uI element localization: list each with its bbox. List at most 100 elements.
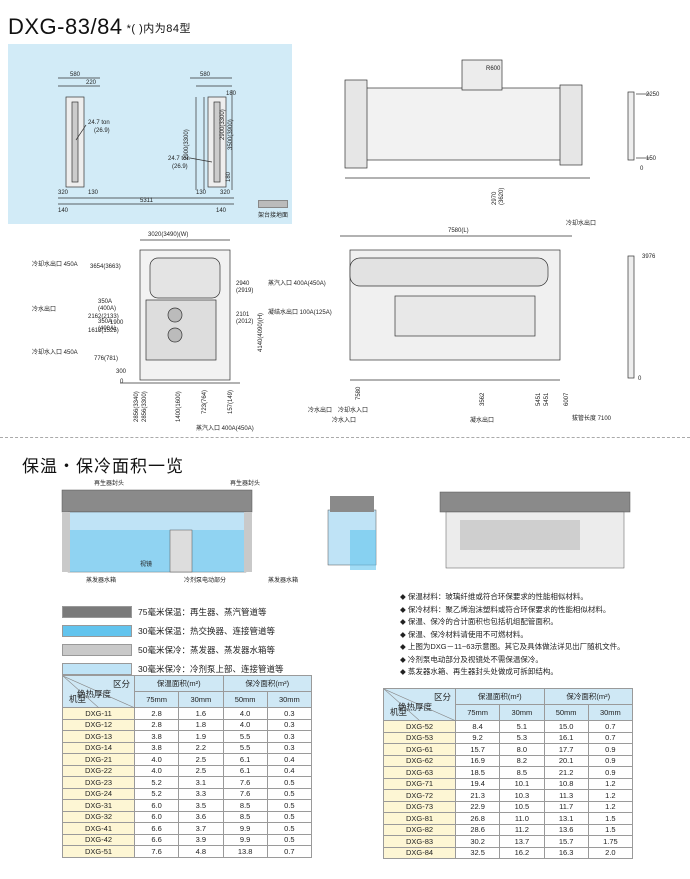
value-cell: 8.5 <box>222 799 268 812</box>
value-cell: 0.3 <box>266 707 313 720</box>
value-cell: 1.9 <box>178 730 224 743</box>
model-cell: DXG-41 <box>62 822 135 835</box>
header-model: 机型 <box>69 694 87 704</box>
svg-text:2900(3300): 2900(3300) <box>220 109 226 140</box>
note-item: ◆ 上图为DXG－11~63示意图。其它及具体做法详见出厂随机文件。 <box>400 642 625 651</box>
value-cell: 9.2 <box>454 731 501 744</box>
svg-text:(26.9): (26.9) <box>172 164 188 170</box>
value-cell: 13.7 <box>499 835 545 848</box>
value-cell: 2.2 <box>178 741 224 754</box>
header-30mm: 30mm <box>266 691 313 708</box>
value-cell: 0.3 <box>266 718 313 731</box>
legend-item: 30毫米保温：热交换器、连接管道等 <box>62 622 283 639</box>
svg-text:180: 180 <box>226 171 232 182</box>
value-cell: 5.3 <box>499 731 545 744</box>
svg-text:350A: 350A <box>98 299 112 305</box>
legend-item: 30毫米保冷：冷剂泵上部、连接管道等 <box>62 660 283 677</box>
svg-text:0: 0 <box>640 166 644 172</box>
illus-side <box>327 496 377 570</box>
value-cell: 0.7 <box>587 731 634 744</box>
header-thickness: 绝热厚度 <box>77 689 112 699</box>
svg-text:(2012): (2012) <box>236 319 253 325</box>
value-cell: 16.2 <box>499 846 545 859</box>
value-cell: 15.0 <box>543 720 589 733</box>
svg-text:2101: 2101 <box>236 312 250 318</box>
svg-text:24.7 ton: 24.7 ton <box>168 156 190 162</box>
model-cell: DXG-11 <box>62 707 135 720</box>
value-cell: 6.0 <box>133 810 180 823</box>
value-cell: 4.0 <box>222 718 268 731</box>
header-cold-area: 保冷面积(m²) <box>543 687 633 706</box>
value-cell: 13.6 <box>543 823 589 836</box>
svg-text:7580: 7580 <box>356 386 362 400</box>
value-cell: 5.5 <box>222 730 268 743</box>
svg-text:冷水出口: 冷水出口 <box>308 406 332 414</box>
value-cell: 3.5 <box>178 799 224 812</box>
svg-text:7580(L): 7580(L) <box>448 228 469 234</box>
svg-text:3562: 3562 <box>480 392 486 406</box>
value-cell: 17.7 <box>543 743 589 756</box>
svg-text:蒸汽入口 400A(450A): 蒸汽入口 400A(450A) <box>196 424 254 432</box>
model-cell: DXG-82 <box>383 823 456 836</box>
value-cell: 3.9 <box>178 833 224 846</box>
insulation-legend: 75毫米保温：再生器、蒸汽管道等 30毫米保温：热交换器、连接管道等 50毫米保… <box>62 603 283 679</box>
svg-text:220: 220 <box>86 80 97 86</box>
insulation-table-left: 区分 绝热厚度 机型 保温面积(m²) 保冷面积(m²) 75mm 30mm 5… <box>62 674 313 858</box>
value-cell: 32.5 <box>454 846 501 859</box>
svg-text:1618(1525): 1618(1525) <box>88 328 119 334</box>
value-cell: 0.7 <box>587 720 634 733</box>
svg-text:再生器封头: 再生器封头 <box>94 479 124 487</box>
svg-text:3976: 3976 <box>642 254 656 260</box>
legend-item: 75毫米保温：再生器、蒸汽管道等 <box>62 603 283 620</box>
value-cell: 28.6 <box>454 823 501 836</box>
value-cell: 1.5 <box>587 812 634 825</box>
ground-legend-label: 架台接地面 <box>258 213 289 219</box>
value-cell: 2.5 <box>178 753 224 766</box>
value-cell: 5.5 <box>222 741 268 754</box>
svg-text:2940: 2940 <box>236 281 250 287</box>
legend-label: 30毫米保冷：冷剂泵上部、连接管道等 <box>138 663 284 674</box>
model-cell: DXG-62 <box>383 754 456 767</box>
value-cell: 21.3 <box>454 789 501 802</box>
svg-text:130: 130 <box>88 190 99 196</box>
value-cell: 4.0 <box>222 707 268 720</box>
svg-text:150: 150 <box>646 156 657 162</box>
value-cell: 3.8 <box>133 741 180 754</box>
header-thickness: 绝热厚度 <box>398 702 433 712</box>
front-view-left <box>120 239 240 384</box>
side-dim-labels: R600 2970 (3620) 2250 150 0 <box>486 66 660 205</box>
value-cell: 8.0 <box>499 743 545 756</box>
svg-text:5451: 5451 <box>544 392 550 406</box>
svg-text:(400A): (400A) <box>98 306 116 312</box>
svg-text:723(764): 723(764) <box>202 390 208 414</box>
value-cell: 21.2 <box>543 766 589 779</box>
model-cell: DXG-21 <box>62 753 135 766</box>
svg-text:350A: 350A <box>98 319 112 325</box>
plan-drawing-panel <box>8 44 292 224</box>
plan-dim-labels: 580 220 580 180 24.7 ton (26.9) 2900(330… <box>58 72 237 214</box>
header-section: 区分 <box>112 679 130 689</box>
legend-swatch <box>62 662 132 675</box>
svg-text:4140(4090)(H): 4140(4090)(H) <box>258 313 264 352</box>
value-cell: 26.8 <box>454 812 501 825</box>
value-cell: 3.7 <box>178 822 224 835</box>
header-50mm: 50mm <box>543 704 589 721</box>
svg-text:凝水出口: 凝水出口 <box>470 416 494 424</box>
value-cell: 0.5 <box>266 787 313 800</box>
header-30mm: 30mm <box>587 704 634 721</box>
svg-text:0: 0 <box>120 379 124 385</box>
plan-view <box>58 77 234 205</box>
value-cell: 3.3 <box>178 787 224 800</box>
